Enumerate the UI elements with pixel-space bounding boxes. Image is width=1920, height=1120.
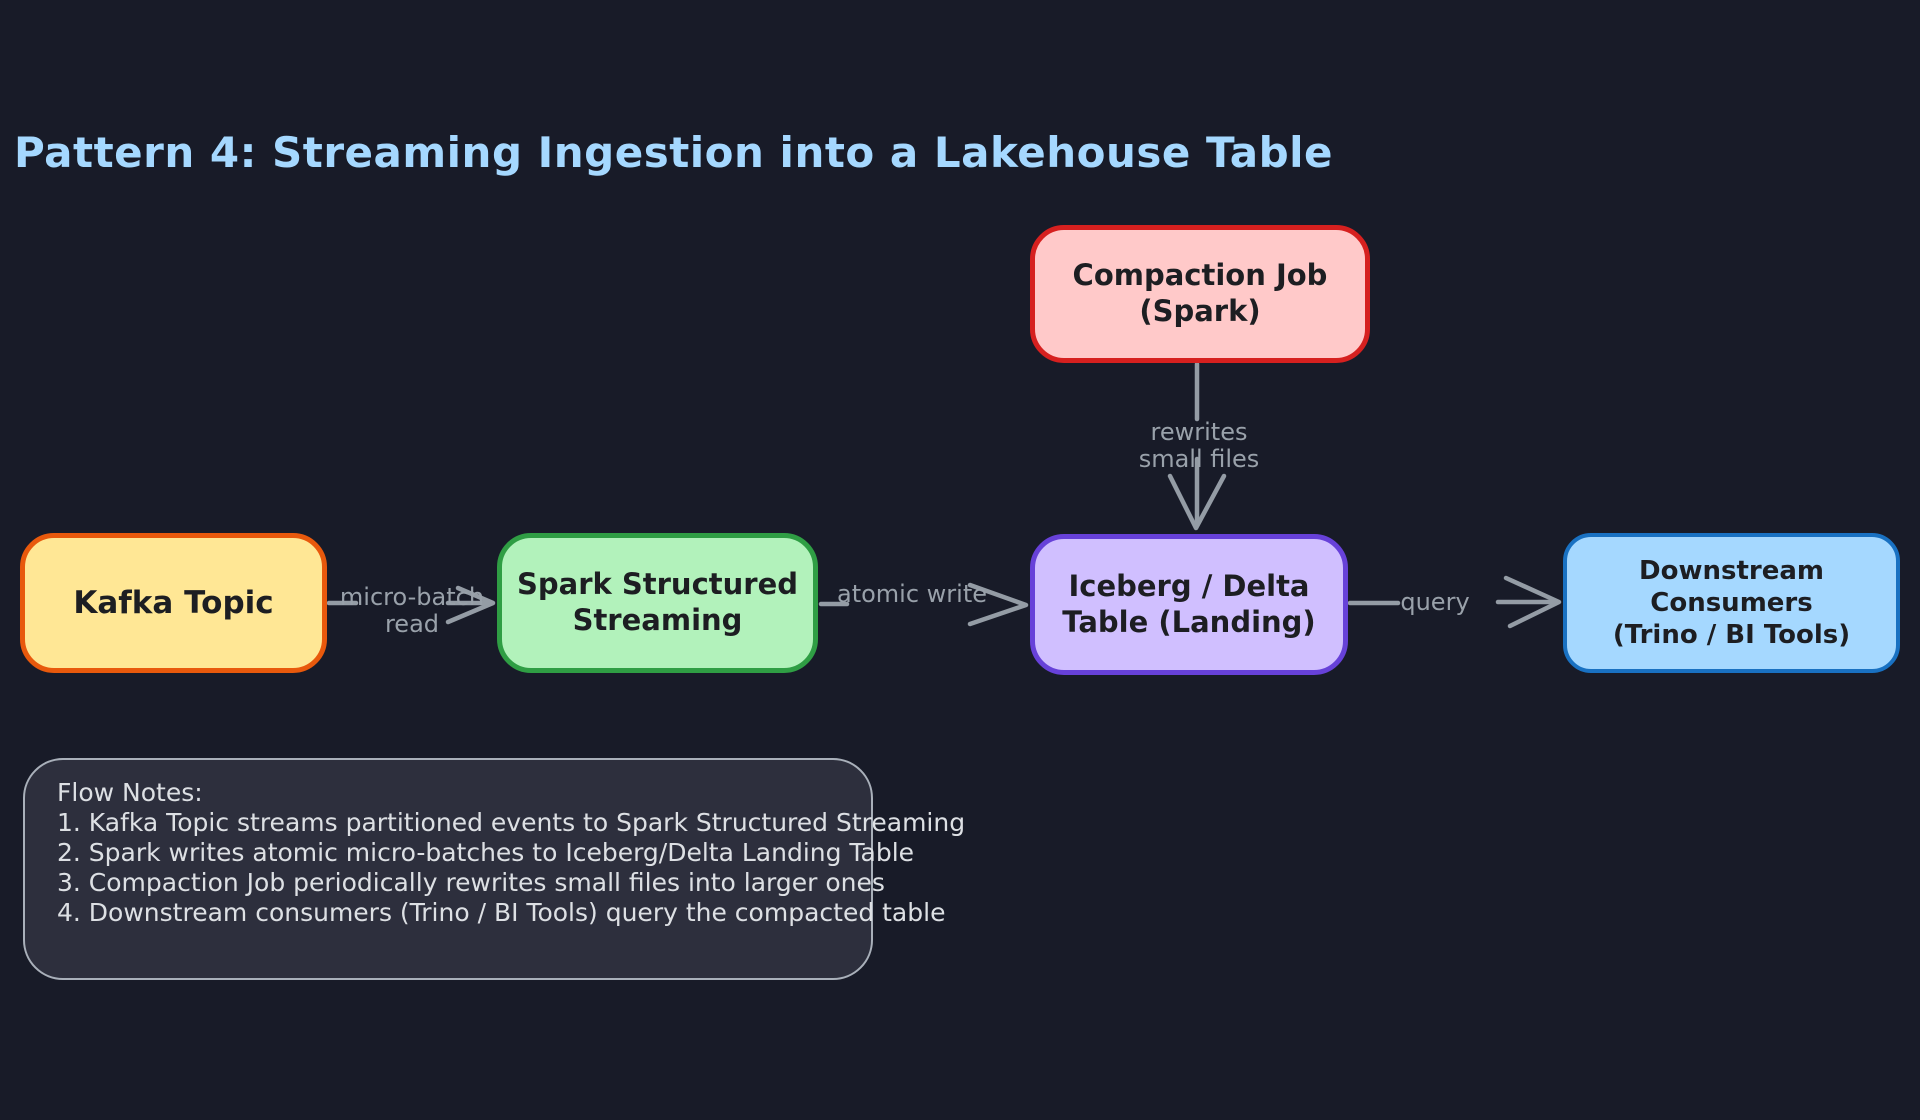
node-kafka-topic[interactable]: Kafka Topic — [20, 533, 327, 673]
node-iceberg-delta-table[interactable]: Iceberg / Delta Table (Landing) — [1030, 534, 1348, 675]
node-kafka-topic-label: Kafka Topic — [73, 584, 274, 621]
node-compaction-job[interactable]: Compaction Job (Spark) — [1030, 225, 1370, 363]
edge-label-query[interactable]: query — [1400, 588, 1470, 616]
edge-atomic-write[interactable] — [818, 582, 1029, 627]
edge-label-rewrites-small-files[interactable]: rewrites small files — [1138, 418, 1260, 473]
node-compaction-job-label: Compaction Job (Spark) — [1072, 258, 1328, 328]
edge-label-micro-batch-read[interactable]: micro-batch read — [339, 583, 485, 638]
flow-note-2: 2. Spark writes atomic micro-batches to … — [57, 838, 915, 867]
edge-label-atomic-write[interactable]: atomic write — [836, 580, 987, 608]
edge-query[interactable] — [1347, 575, 1562, 629]
node-downstream-consumers-label: Downstream Consumers (Trino / BI Tools) — [1612, 555, 1851, 651]
diagram-title[interactable]: Pattern 4: Streaming Ingestion into a La… — [14, 128, 1334, 177]
node-downstream-consumers[interactable]: Downstream Consumers (Trino / BI Tools) — [1563, 533, 1900, 673]
flow-note-4: 4. Downstream consumers (Trino / BI Tool… — [57, 898, 946, 927]
node-iceberg-delta-label: Iceberg / Delta Table (Landing) — [1062, 568, 1316, 639]
flow-notes-panel[interactable]: Flow Notes: 1. Kafka Topic streams parti… — [23, 758, 966, 980]
node-spark-label: Spark Structured Streaming — [516, 567, 799, 637]
node-spark-structured-streaming[interactable]: Spark Structured Streaming — [497, 533, 818, 673]
flow-note-3: 3. Compaction Job periodically rewrites … — [57, 868, 885, 897]
edge-rewrites-small-files[interactable] — [1167, 361, 1227, 531]
flow-notes-heading: Flow Notes: — [57, 778, 203, 807]
flow-note-1: 1. Kafka Topic streams partitioned event… — [57, 808, 966, 837]
edge-micro-batch-read[interactable] — [326, 585, 496, 625]
